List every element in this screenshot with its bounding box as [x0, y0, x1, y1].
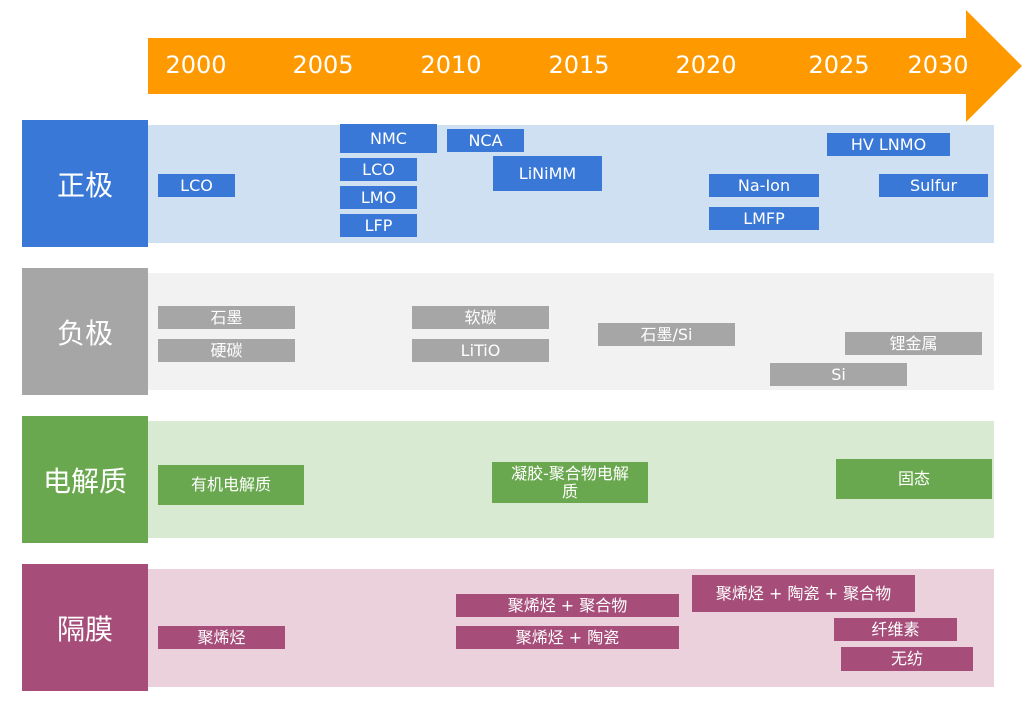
- cathode-item: Sulfur: [879, 174, 988, 197]
- electrolyte-item: 凝胶-聚合物电解质: [492, 462, 648, 503]
- anode-item: 软碳: [412, 306, 549, 329]
- electrolyte-item: 固态: [836, 459, 992, 499]
- cathode-item: LMO: [340, 186, 417, 209]
- anode-item: LiTiO: [412, 339, 549, 362]
- separator-label: 隔膜: [22, 564, 148, 691]
- year-label: 2000: [165, 51, 227, 79]
- anode-item: 石墨: [158, 306, 295, 329]
- electrolyte-label: 电解质: [22, 416, 148, 543]
- timeline-arrow: [148, 10, 1022, 122]
- year-label: 2015: [548, 51, 610, 79]
- cathode-item: NCA: [447, 129, 524, 152]
- year-label: 2025: [808, 51, 870, 79]
- separator-item: 聚烯烃 + 陶瓷: [456, 626, 679, 649]
- year-label: 2020: [675, 51, 737, 79]
- cathode-item: NMC: [340, 124, 437, 153]
- anode-item: 硬碳: [158, 339, 295, 362]
- separator-item: 聚烯烃 + 聚合物: [456, 594, 679, 617]
- cathode-item: LCO: [158, 174, 235, 197]
- cathode-item: LiNiMM: [493, 156, 602, 191]
- year-label: 2010: [420, 51, 482, 79]
- cathode-label: 正极: [22, 120, 148, 247]
- anode-item: Si: [770, 363, 907, 386]
- separator-item: 聚烯烃 + 陶瓷 + 聚合物: [692, 575, 915, 612]
- cathode-item: LMFP: [709, 207, 819, 230]
- cathode-item: LCO: [340, 158, 417, 181]
- year-label: 2005: [292, 51, 354, 79]
- separator-item: 纤维素: [834, 618, 957, 641]
- cathode-item: HV LNMO: [827, 133, 950, 156]
- year-label: 2030: [907, 51, 969, 79]
- cathode-item: LFP: [340, 214, 417, 237]
- separator-item: 聚烯烃: [158, 626, 285, 649]
- anode-item: 锂金属: [845, 332, 982, 355]
- anode-item: 石墨/Si: [598, 323, 735, 346]
- anode-label: 负极: [22, 268, 148, 395]
- separator-item: 无纺: [841, 647, 973, 671]
- cathode-item: Na-Ion: [709, 174, 819, 197]
- electrolyte-item: 有机电解质: [158, 465, 304, 505]
